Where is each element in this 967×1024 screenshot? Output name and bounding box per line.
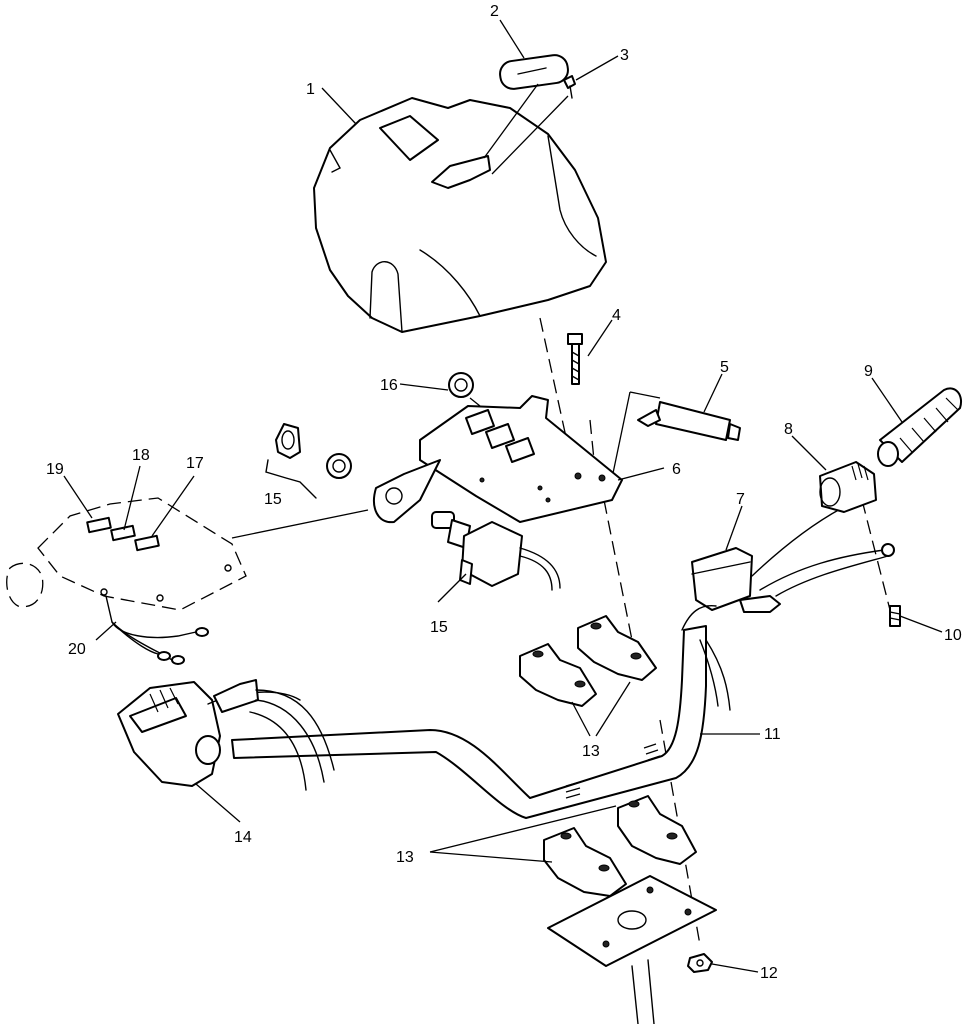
callout-18: 18 <box>132 447 150 464</box>
callout-15-upper: 15 <box>264 491 282 508</box>
callout-15-lower: 15 <box>430 619 448 636</box>
callout-6: 6 <box>672 461 681 478</box>
part-20-wire-harness <box>105 595 209 665</box>
part-4-bolt <box>567 333 583 385</box>
part-2-label <box>499 54 569 90</box>
callout-11: 11 <box>764 726 781 743</box>
callout-10: 10 <box>944 627 962 644</box>
callout-4: 4 <box>612 307 621 324</box>
callout-1: 1 <box>306 81 315 98</box>
callout-13-lower: 13 <box>396 849 414 866</box>
part-6-mounting-bracket <box>373 395 623 524</box>
part-16-grommet <box>448 372 474 398</box>
callout-20: 20 <box>68 641 86 658</box>
callout-12: 12 <box>760 965 778 982</box>
part-12-nut <box>687 953 713 973</box>
part-14-left-switch-housing <box>117 679 335 791</box>
callout-leaders <box>63 19 943 973</box>
part-1-handlebar-cover <box>313 97 607 333</box>
part-11-handlebar <box>231 605 731 819</box>
part-3-screw <box>563 75 576 99</box>
part-15-key-bezel <box>265 423 352 499</box>
callout-2: 2 <box>490 3 499 20</box>
part-8-throttle-housing <box>819 461 877 513</box>
handlebar-base-plate <box>547 875 717 1024</box>
callout-14: 14 <box>234 829 252 846</box>
part-13-upper-clamps <box>519 615 657 707</box>
callout-8: 8 <box>784 421 793 438</box>
part-15-ignition-switch <box>431 511 561 591</box>
callout-5: 5 <box>720 359 729 376</box>
part-13-lower-clamps <box>543 795 697 897</box>
part-9-hand-grip <box>877 387 962 467</box>
callout-9: 9 <box>864 363 873 380</box>
callout-16: 16 <box>380 377 398 394</box>
callout-19: 19 <box>46 461 64 478</box>
callout-labels: 1 2 3 4 5 6 7 8 9 10 11 12 13 13 14 15 1… <box>46 3 962 982</box>
part-10-screw <box>889 605 901 627</box>
callout-7: 7 <box>736 491 745 508</box>
part-7-master-cylinder <box>691 507 895 613</box>
callout-13-upper: 13 <box>582 743 600 760</box>
callout-3: 3 <box>620 47 629 64</box>
part-17-19-indicator-panel <box>6 497 247 611</box>
part-5-switch <box>611 391 741 479</box>
callout-17: 17 <box>186 455 204 472</box>
